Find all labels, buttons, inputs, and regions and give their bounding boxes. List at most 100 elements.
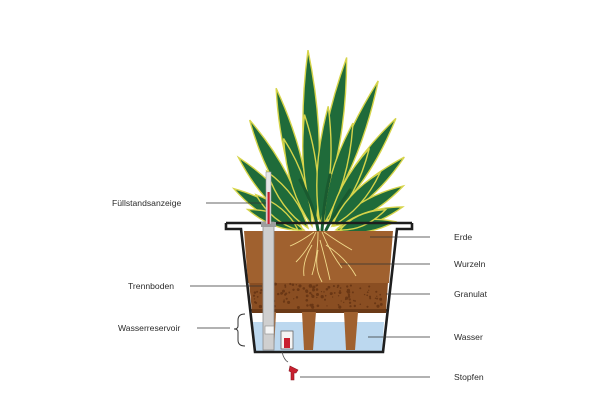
granule bbox=[308, 284, 313, 288]
granule bbox=[312, 304, 314, 306]
granule bbox=[284, 292, 288, 295]
granule bbox=[376, 297, 379, 300]
granule bbox=[337, 304, 340, 306]
label-fuellstandsanzeige: Füllstandsanzeige bbox=[112, 198, 181, 208]
granule bbox=[368, 285, 371, 288]
granule bbox=[375, 290, 378, 293]
granulate-layer bbox=[249, 282, 388, 312]
label-erde: Erde bbox=[454, 232, 472, 242]
granule bbox=[331, 292, 333, 294]
granule bbox=[349, 284, 352, 287]
label-granulat: Granulat bbox=[454, 289, 488, 299]
label-wasserreservoir: Wasserreservoir bbox=[118, 323, 180, 333]
granule bbox=[316, 296, 318, 299]
leaf bbox=[338, 208, 388, 231]
granule bbox=[379, 302, 383, 306]
granule bbox=[353, 304, 356, 308]
granule bbox=[296, 306, 300, 309]
granule bbox=[325, 287, 329, 291]
granule bbox=[285, 297, 288, 300]
granule bbox=[323, 298, 327, 301]
granule bbox=[295, 284, 297, 286]
drain-plug bbox=[280, 330, 299, 381]
granule bbox=[252, 294, 256, 297]
plant-stems bbox=[298, 173, 352, 232]
granule bbox=[349, 305, 352, 308]
granule bbox=[324, 294, 327, 297]
granule bbox=[305, 290, 309, 293]
pot bbox=[224, 221, 414, 354]
granule bbox=[336, 286, 339, 289]
level-indicator bbox=[261, 171, 276, 351]
granule bbox=[346, 285, 349, 288]
granule bbox=[316, 304, 320, 308]
granule bbox=[284, 284, 287, 287]
granule bbox=[291, 283, 295, 286]
granule bbox=[311, 294, 315, 298]
granule bbox=[296, 288, 300, 292]
granule bbox=[380, 299, 382, 301]
granule bbox=[280, 292, 283, 295]
stopfen-plug bbox=[288, 365, 299, 381]
granule bbox=[276, 292, 280, 296]
granule bbox=[320, 290, 323, 293]
granule bbox=[305, 294, 309, 298]
granule bbox=[374, 297, 377, 300]
pot-outline bbox=[224, 221, 414, 354]
granule bbox=[327, 285, 331, 289]
granule bbox=[345, 296, 349, 300]
granule bbox=[339, 287, 342, 289]
granule bbox=[289, 282, 292, 286]
granule bbox=[347, 293, 351, 297]
granule bbox=[315, 288, 319, 291]
granule bbox=[338, 305, 342, 309]
leaf bbox=[265, 169, 310, 230]
granule bbox=[306, 304, 309, 307]
granule bbox=[283, 299, 285, 301]
reservoir-bracket bbox=[233, 313, 246, 347]
granule bbox=[338, 291, 342, 295]
granule bbox=[326, 305, 328, 307]
granule bbox=[256, 290, 259, 293]
granule bbox=[281, 292, 284, 295]
granule bbox=[369, 297, 372, 300]
leaf bbox=[330, 170, 382, 228]
leader-lines bbox=[190, 202, 430, 378]
granule bbox=[379, 293, 382, 296]
granule bbox=[260, 289, 263, 292]
granule bbox=[310, 293, 313, 296]
granule bbox=[312, 288, 315, 292]
granule bbox=[354, 300, 356, 302]
granule bbox=[339, 289, 341, 292]
granule bbox=[253, 298, 256, 300]
granule bbox=[363, 293, 366, 296]
granule bbox=[273, 282, 277, 286]
labels-right: Erde Wurzeln Granulat Wasser Stopfen bbox=[454, 232, 488, 382]
plant bbox=[231, 49, 406, 234]
granule bbox=[348, 301, 352, 304]
granule bbox=[366, 294, 369, 297]
granule bbox=[346, 290, 351, 294]
granule bbox=[374, 302, 377, 305]
granule bbox=[302, 287, 306, 290]
granule bbox=[282, 300, 285, 303]
granule bbox=[309, 291, 312, 295]
granule bbox=[312, 286, 315, 289]
granule bbox=[259, 291, 262, 295]
label-wasser: Wasser bbox=[454, 332, 483, 342]
granule bbox=[376, 295, 378, 297]
granule bbox=[287, 300, 291, 304]
granule bbox=[253, 291, 257, 294]
granule bbox=[292, 288, 295, 291]
granule bbox=[359, 287, 362, 290]
granule bbox=[348, 298, 351, 301]
granule bbox=[359, 303, 362, 305]
granule bbox=[331, 296, 334, 298]
label-wurzeln: Wurzeln bbox=[454, 259, 486, 269]
granule bbox=[347, 295, 351, 298]
granule bbox=[343, 301, 345, 304]
granule bbox=[255, 301, 258, 304]
granule bbox=[288, 291, 291, 294]
